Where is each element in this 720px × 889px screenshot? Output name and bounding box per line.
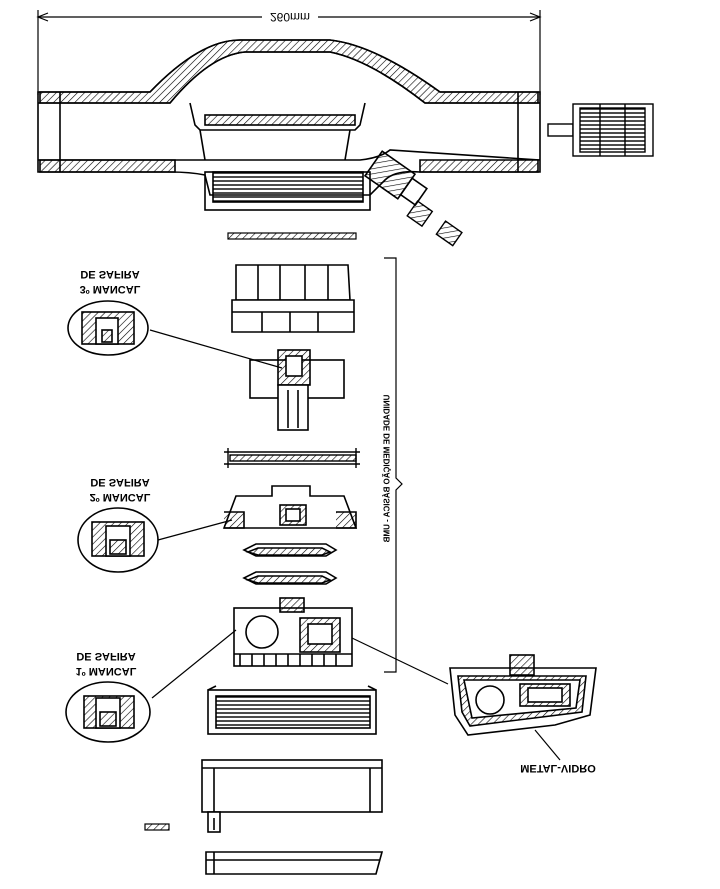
leader-bearing-3: [149, 329, 283, 369]
bearing-2-label-line2: DE SAFIRA: [90, 476, 150, 488]
bearing-1-detail: [65, 681, 151, 743]
bearing-3-detail: [67, 300, 149, 356]
turbine-upper: [249, 349, 345, 431]
bearing-1-label: 1º MANCAL DE SAFIRA: [66, 648, 146, 678]
leader-bearing-2: [157, 519, 233, 541]
bearing-3-label: 3º MANCAL DE SAFIRA: [70, 266, 150, 296]
register-mechanism: [233, 597, 353, 667]
threaded-ring: [207, 685, 377, 735]
gear-pair: [242, 543, 338, 585]
bearing-2-label-line1: 2º MANCAL: [89, 491, 151, 503]
metal-glass-register: [449, 654, 597, 736]
strainer-filter: [547, 103, 654, 157]
leader-metal-vidro: [534, 729, 561, 761]
upper-sleeve: [231, 264, 355, 333]
umb-bracket: [384, 257, 403, 673]
dimension-label: 260mm: [269, 10, 310, 24]
bearing-1-label-line2: DE SAFIRA: [76, 650, 136, 662]
bearing-2-label: 2º MANCAL DE SAFIRA: [80, 474, 160, 504]
gasket-ring: [227, 232, 357, 240]
small-pin: [144, 823, 170, 831]
bearing-3-label-line2: DE SAFIRA: [80, 268, 140, 280]
measuring-unit-label: UNIDADE DE MEDIÇÃO BÁSICA - UMB: [382, 394, 392, 543]
outlet-small-parts: [406, 200, 463, 247]
bottom-plate: [205, 851, 384, 875]
register-label: METAL-VIDRO: [520, 762, 596, 774]
middle-plate: [224, 448, 360, 468]
bearing-1-label-line1: 1º MANCAL: [75, 665, 137, 677]
leader-bearing-1: [151, 629, 237, 699]
leader-register: [351, 637, 449, 685]
dimension-line: [36, 10, 542, 95]
bottom-cap: [201, 759, 383, 833]
bearing-2-detail: [77, 507, 159, 573]
mid-housing: [222, 485, 358, 529]
bearing-3-label-line1: 3º MANCAL: [79, 283, 141, 295]
meter-body: [37, 39, 541, 211]
